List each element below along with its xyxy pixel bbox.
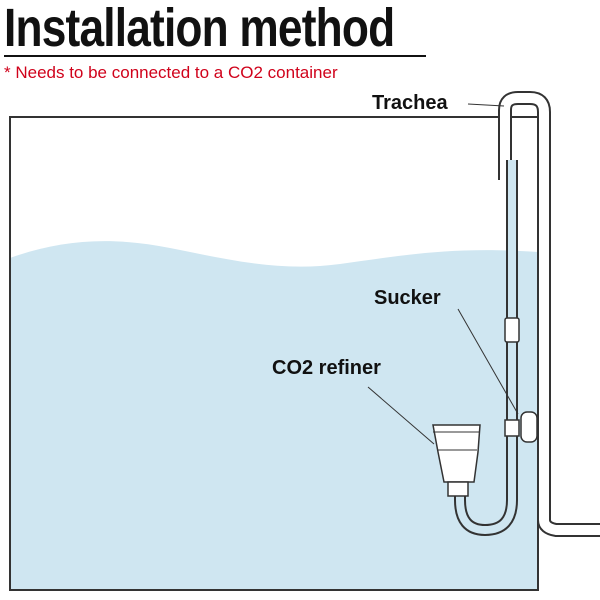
tube-connector bbox=[504, 317, 520, 343]
co2-refiner-label: CO2 refiner bbox=[272, 357, 381, 379]
sucker-label: Sucker bbox=[374, 287, 441, 309]
connection-note: * Needs to be connected to a CO2 contain… bbox=[4, 63, 338, 82]
sucker bbox=[504, 419, 520, 437]
aquarium-water bbox=[10, 241, 538, 591]
co2-refiner-nozzle bbox=[447, 481, 469, 497]
trachea-leader bbox=[467, 103, 505, 107]
page-title: Installation method bbox=[4, 0, 395, 58]
title-underline bbox=[4, 55, 426, 57]
co2-refiner-body bbox=[432, 424, 481, 483]
sucker-cap bbox=[520, 411, 538, 443]
co2-refiner-leader bbox=[367, 386, 435, 445]
sucker-leader bbox=[457, 308, 519, 415]
trachea-label: Trachea bbox=[372, 92, 448, 114]
